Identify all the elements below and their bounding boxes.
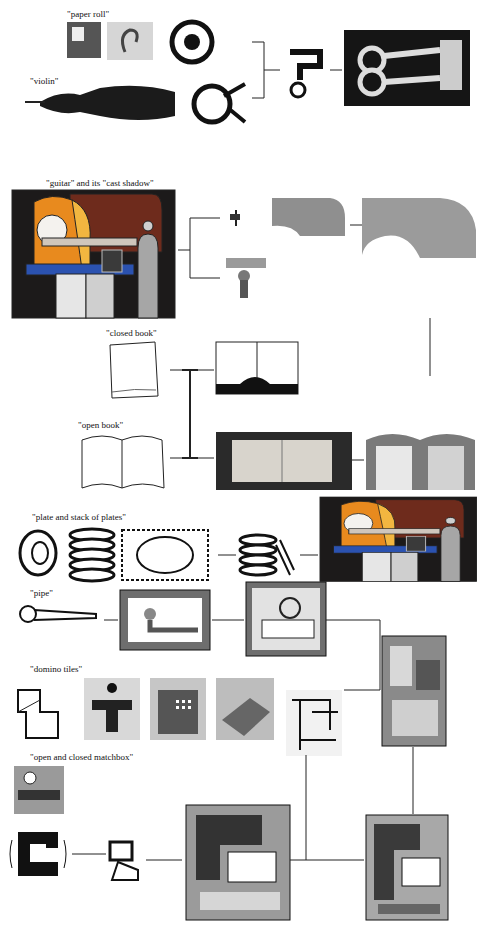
object-label: "guitar" and its "cast shadow" xyxy=(46,178,154,188)
object-label: "open and closed matchbox" xyxy=(30,752,133,762)
object-label: "violin" xyxy=(30,76,58,86)
object-group: "open and closed matchbox" xyxy=(30,752,180,878)
object-group: "violin" xyxy=(30,76,180,126)
object-group: "closed book" xyxy=(106,328,166,400)
object-label: "open book" xyxy=(78,420,123,430)
object-label: "pipe" xyxy=(30,588,53,598)
object-group: "paper roll" xyxy=(67,9,167,61)
object-group: "plate and stack of plates" xyxy=(32,512,212,580)
object-label: "closed book" xyxy=(106,328,157,338)
object-group: "domino tiles" xyxy=(30,664,150,742)
object-label: "plate and stack of plates" xyxy=(32,512,126,522)
object-group: "pipe" xyxy=(30,588,110,626)
object-group: "guitar" and its "cast shadow" xyxy=(46,178,186,318)
object-label: "paper roll" xyxy=(67,9,109,19)
object-label: "domino tiles" xyxy=(30,664,82,674)
object-group: "open book" xyxy=(78,420,168,490)
